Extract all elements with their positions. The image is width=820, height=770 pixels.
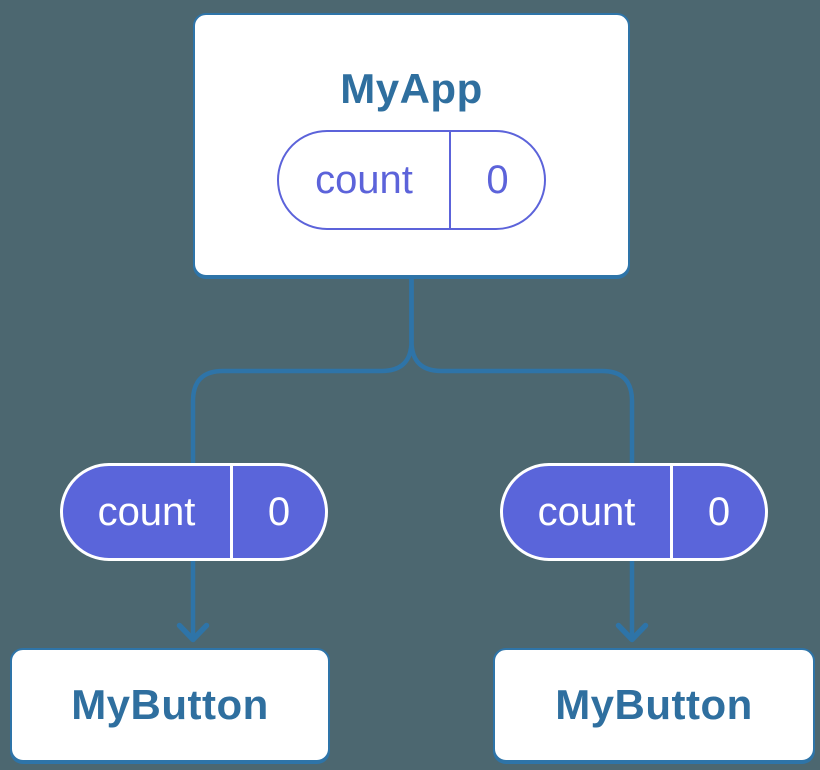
- state-pill-label: count: [279, 132, 451, 228]
- arrowhead-left-icon: [176, 622, 210, 643]
- myapp-card: MyApp count 0: [193, 13, 630, 277]
- prop-pill-left-label: count: [63, 466, 233, 558]
- prop-pill-right-label: count: [503, 466, 673, 558]
- mybutton-card-left-title: MyButton: [71, 681, 269, 728]
- connector-left: [190, 276, 414, 637]
- prop-pill-left-value: 0: [267, 489, 291, 534]
- mybutton-card-left: MyButton: [10, 648, 330, 762]
- state-pill-value: 0: [486, 157, 509, 202]
- mybutton-card-right-title: MyButton: [555, 681, 753, 728]
- prop-pill-right: count 0: [500, 463, 768, 561]
- myapp-state-pill: count 0: [277, 130, 546, 230]
- prop-pill-left: count 0: [60, 463, 328, 561]
- prop-pill-right-value: 0: [707, 489, 731, 534]
- connector-right: [409, 276, 635, 637]
- myapp-card-title: MyApp: [340, 65, 483, 112]
- arrowhead-right-icon: [615, 622, 649, 643]
- mybutton-card-right: MyButton: [493, 648, 815, 762]
